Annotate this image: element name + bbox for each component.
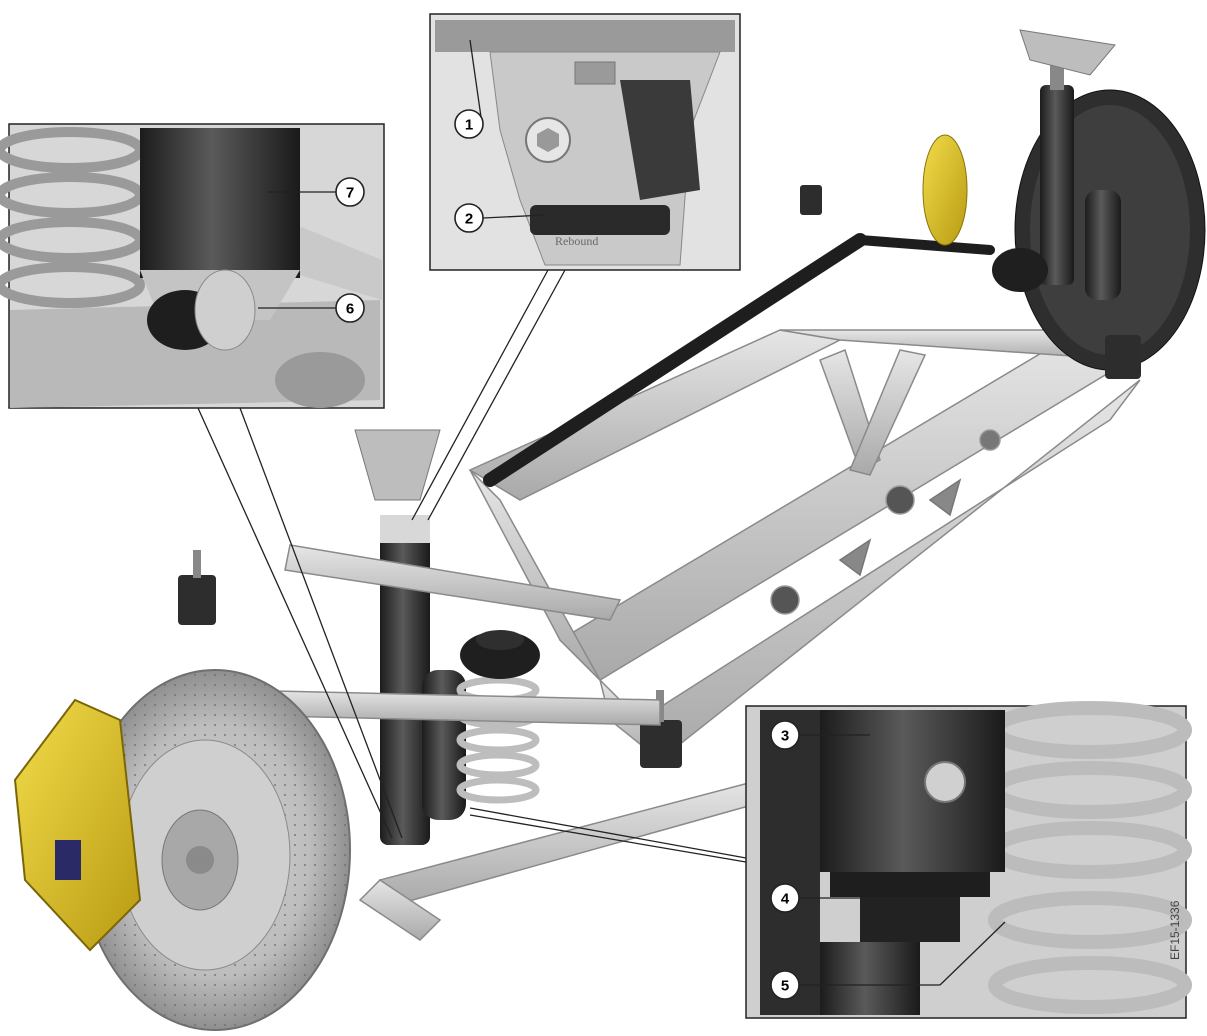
callout-1: 1 — [465, 117, 473, 134]
subframe — [468, 329, 1141, 762]
brake-caliper — [13, 698, 142, 952]
callout-5: 5 — [781, 978, 789, 995]
callout-3: 3 — [781, 728, 789, 745]
callout-6: 6 — [346, 301, 354, 318]
inset-top: Rebound 1 2 — [429, 13, 741, 271]
figure-code: EF15-1336 — [1168, 900, 1182, 960]
left-damper — [354, 429, 540, 845]
callout-4: 4 — [781, 891, 790, 908]
main-assembly — [13, 29, 1206, 1031]
stabilizer-bar — [483, 233, 867, 487]
inset-left: 7 6 — [0, 123, 385, 409]
left-brake-disc — [79, 669, 351, 1031]
leader-lines — [197, 269, 747, 863]
callout-2: 2 — [465, 211, 473, 228]
inset-bottom-right: 3 4 5 — [745, 701, 1192, 1019]
callout-7: 7 — [346, 185, 354, 202]
inset-engraving: Rebound — [555, 234, 598, 248]
right-damper — [992, 29, 1121, 300]
